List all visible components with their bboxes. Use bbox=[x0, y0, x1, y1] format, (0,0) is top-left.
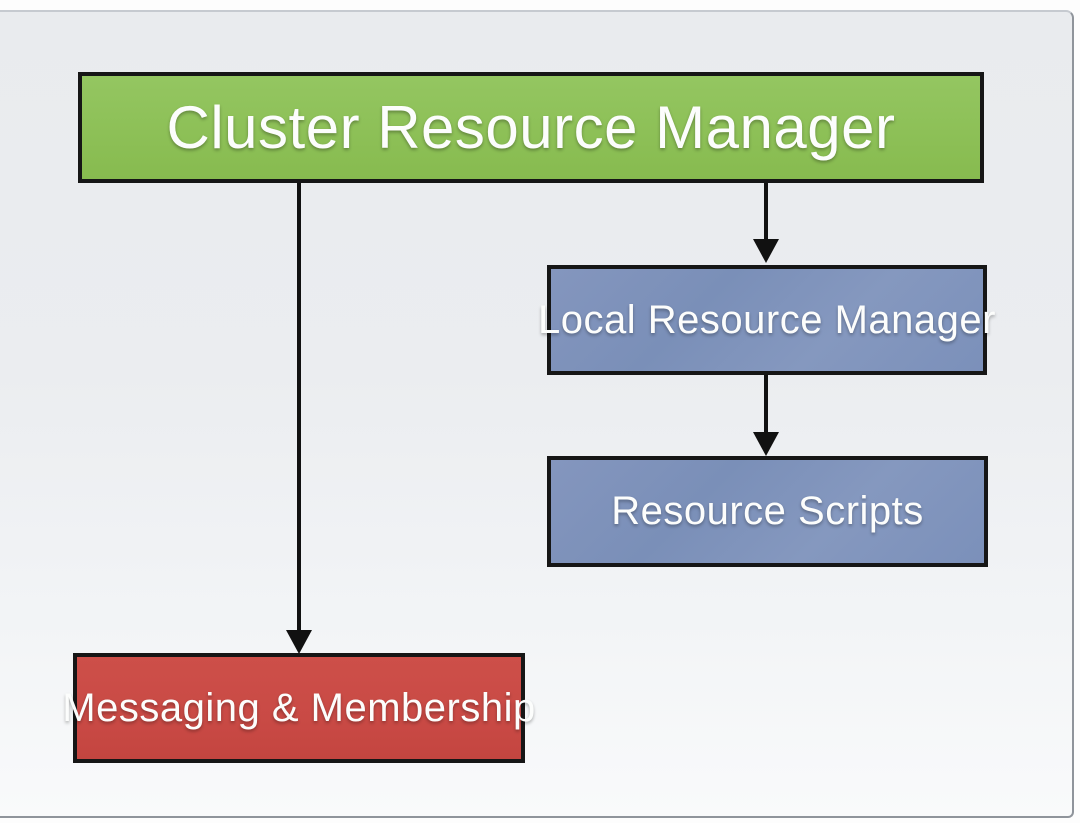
node-label: Messaging & Membership bbox=[62, 685, 536, 730]
arrow-down-icon bbox=[753, 432, 779, 456]
node-messaging-membership: Messaging & Membership bbox=[62, 653, 535, 763]
edge-cluster-to-local-line bbox=[764, 183, 768, 240]
node-resource-scripts: Resource Scripts bbox=[547, 456, 988, 567]
node-label: Cluster Resource Manager bbox=[166, 94, 896, 161]
node-label: Resource Scripts bbox=[611, 489, 924, 533]
node-local-resource-manager: Local Resource Manager bbox=[538, 265, 995, 375]
arrow-down-icon bbox=[753, 239, 779, 263]
node-cluster-resource-manager: Cluster Resource Manager bbox=[78, 72, 984, 183]
edge-local-to-scripts-line bbox=[764, 375, 768, 433]
node-label: Local Resource Manager bbox=[538, 297, 996, 342]
edge-cluster-to-messaging-line bbox=[297, 183, 301, 631]
arrow-down-icon bbox=[286, 630, 312, 654]
